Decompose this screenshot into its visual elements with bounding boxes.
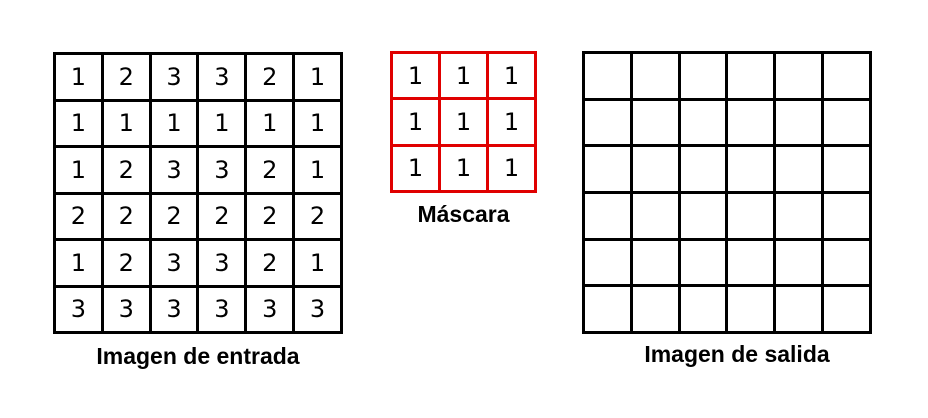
input-cell: 2 [103, 241, 152, 288]
output-image-label: Imagen de salida [644, 341, 830, 367]
output-cell [824, 240, 872, 288]
input-cell: 1 [295, 148, 343, 195]
input-cell: 1 [295, 241, 343, 288]
input-cell: 2 [247, 194, 296, 241]
output-cell [585, 287, 633, 334]
input-cell: 1 [151, 101, 200, 148]
input-cell: 3 [247, 287, 296, 334]
input-cell: 2 [151, 194, 200, 241]
input-cell: 2 [247, 55, 296, 102]
output-cell [728, 287, 777, 334]
output-cell [585, 194, 633, 241]
output-cell [680, 147, 729, 194]
output-cell [632, 240, 681, 288]
output-cell [728, 54, 777, 101]
input-cell: 1 [56, 148, 104, 195]
input-cell: 1 [56, 101, 104, 148]
output-cell [585, 240, 633, 288]
output-cell [680, 54, 729, 101]
output-cell [824, 100, 872, 148]
mask-cell: 1 [441, 54, 489, 101]
output-cell [728, 240, 777, 288]
output-cell [776, 147, 825, 194]
output-cell [680, 194, 729, 241]
output-cell [728, 194, 777, 241]
mask-cell: 1 [441, 146, 489, 193]
output-cell [632, 287, 681, 334]
input-cell: 1 [199, 101, 248, 148]
output-cell [728, 100, 777, 148]
output-cell [632, 100, 681, 148]
input-cell: 1 [247, 101, 296, 148]
output-cell [585, 147, 633, 194]
output-cell [776, 287, 825, 334]
input-cell: 3 [199, 287, 248, 334]
input-cell: 2 [295, 194, 343, 241]
output-cell [632, 54, 681, 101]
input-cell: 2 [199, 194, 248, 241]
input-cell: 2 [103, 55, 152, 102]
mask-label: Máscara [417, 201, 510, 227]
output-cell [776, 54, 825, 101]
output-cell [776, 194, 825, 241]
input-cell: 3 [199, 241, 248, 288]
output-cell [776, 240, 825, 288]
input-cell: 3 [295, 287, 343, 334]
input-cell: 1 [56, 55, 104, 102]
input-cell: 3 [56, 287, 104, 334]
input-cell: 3 [199, 148, 248, 195]
output-cell [824, 147, 872, 194]
output-cell [632, 147, 681, 194]
mask-cell: 1 [489, 146, 537, 193]
input-cell: 3 [151, 241, 200, 288]
input-cell: 2 [103, 148, 152, 195]
mask-cell: 1 [441, 100, 489, 147]
input-cell: 3 [151, 148, 200, 195]
input-cell: 3 [151, 287, 200, 334]
input-cell: 2 [103, 194, 152, 241]
output-cell [585, 100, 633, 148]
output-cell [632, 194, 681, 241]
input-cell: 3 [151, 55, 200, 102]
mask-cell: 1 [489, 54, 537, 101]
output-cell [680, 100, 729, 148]
output-cell [680, 240, 729, 288]
mask-cell: 1 [393, 146, 441, 193]
mask-cell: 1 [393, 100, 441, 147]
input-cell: 3 [103, 287, 152, 334]
input-cell: 3 [199, 55, 248, 102]
output-cell [824, 194, 872, 241]
input-cell: 2 [247, 241, 296, 288]
input-cell: 2 [56, 194, 104, 241]
input-cell: 2 [247, 148, 296, 195]
output-cell [728, 147, 777, 194]
output-cell [824, 54, 872, 101]
input-cell: 1 [295, 55, 343, 102]
input-cell: 1 [295, 101, 343, 148]
input-image-label: Imagen de entrada [96, 343, 300, 369]
input-cell: 1 [56, 241, 104, 288]
output-cell [680, 287, 729, 334]
mask-cell: 1 [393, 54, 441, 101]
input-cell: 1 [103, 101, 152, 148]
output-image-grid [582, 51, 872, 334]
output-cell [585, 54, 633, 101]
mask-cell: 1 [489, 100, 537, 147]
output-cell [824, 287, 872, 334]
output-cell [776, 100, 825, 148]
